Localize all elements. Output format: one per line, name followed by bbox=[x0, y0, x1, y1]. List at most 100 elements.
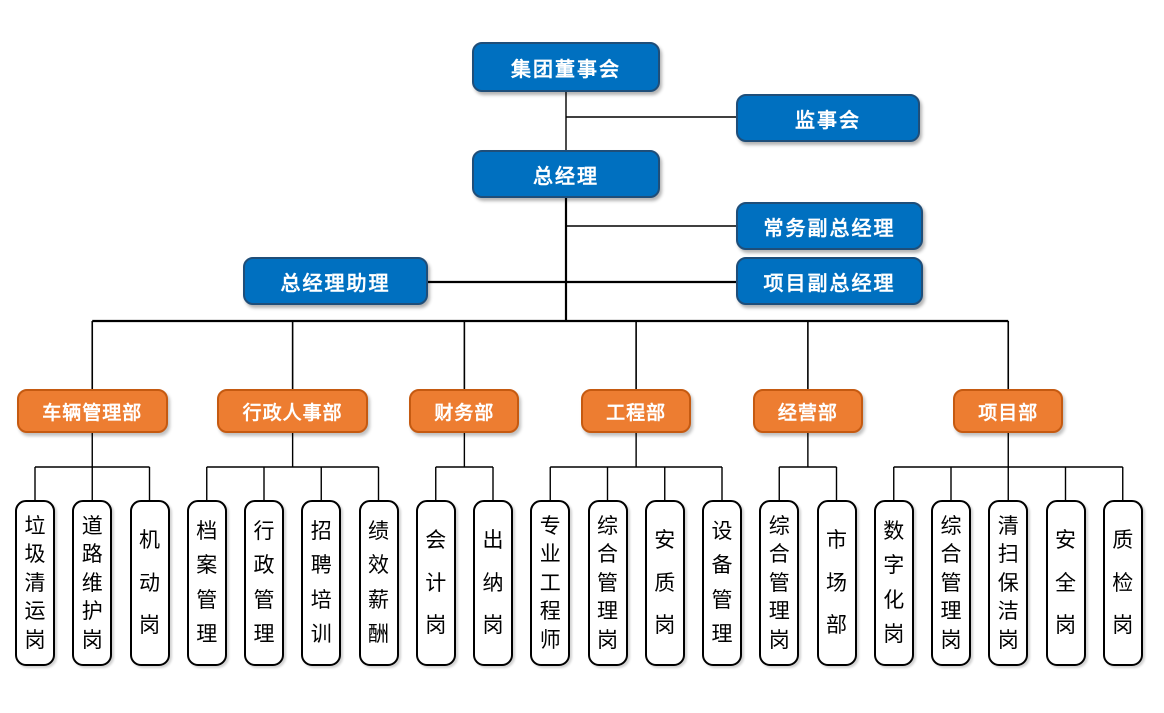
org-node-department-4: 经营部 bbox=[752, 389, 863, 433]
position-label-char: 理 bbox=[711, 622, 733, 646]
org-node-label: 总经理 bbox=[533, 165, 599, 188]
position-label-char: 安 bbox=[1055, 528, 1076, 552]
org-node-label: 项目部 bbox=[978, 402, 1039, 424]
org-node-department-0: 车辆管理部 bbox=[16, 389, 168, 433]
position-label-char: 岗 bbox=[81, 628, 103, 652]
position-label-char: 岗 bbox=[1112, 614, 1134, 638]
position-label-char: 政 bbox=[253, 554, 275, 578]
position-label-char: 维 bbox=[81, 571, 103, 595]
org-node-board: 集团董事会 bbox=[472, 42, 660, 92]
position-label-char: 绩 bbox=[368, 520, 389, 544]
position-label-char: 管 bbox=[940, 571, 962, 595]
position-label-char: 业 bbox=[539, 543, 561, 566]
org-node-label: 常务副总经理 bbox=[763, 217, 896, 240]
org-node-position-5-0: 数字化岗 bbox=[873, 500, 914, 666]
position-label-char: 训 bbox=[310, 622, 332, 646]
position-label-char: 程 bbox=[539, 600, 561, 623]
position-label-char: 岗 bbox=[482, 614, 504, 638]
position-label-char: 数 bbox=[883, 520, 905, 544]
position-label-char: 计 bbox=[425, 571, 447, 595]
position-label-char: 专 bbox=[539, 514, 561, 538]
org-node-position-4-1: 市场部 bbox=[816, 500, 857, 666]
org-node-position-1-2: 招聘培训 bbox=[301, 500, 342, 666]
position-label-char: 理 bbox=[253, 622, 275, 646]
position-label-char: 字 bbox=[883, 554, 905, 578]
position-label-char: 岗 bbox=[425, 614, 447, 638]
position-label-char: 工 bbox=[539, 571, 561, 595]
position-label-char: 管 bbox=[768, 571, 790, 595]
org-node-general-manager: 总经理 bbox=[472, 150, 660, 198]
position-label-char: 岗 bbox=[597, 628, 618, 652]
position-label-char: 聘 bbox=[310, 554, 332, 578]
position-label-char: 岗 bbox=[139, 614, 160, 638]
position-label-char: 薪 bbox=[368, 588, 389, 612]
position-label-char: 岗 bbox=[940, 628, 962, 652]
position-label-char: 质 bbox=[1112, 528, 1134, 552]
org-node-label: 项目副总经理 bbox=[763, 272, 896, 295]
org-node-position-2-1: 出纳岗 bbox=[473, 500, 513, 666]
org-node-position-5-4: 质检岗 bbox=[1102, 500, 1143, 666]
position-label-char: 圾 bbox=[24, 543, 46, 566]
org-node-position-0-2: 机动岗 bbox=[129, 500, 170, 666]
org-node-department-1: 行政人事部 bbox=[217, 389, 369, 433]
position-label-char: 检 bbox=[1112, 571, 1134, 595]
org-node-label: 总经理助理 bbox=[280, 272, 391, 295]
position-label-char: 效 bbox=[368, 554, 389, 578]
org-node-position-3-0: 专业工程师 bbox=[530, 500, 571, 666]
position-label-char: 安 bbox=[654, 528, 676, 552]
position-label-char: 动 bbox=[139, 571, 160, 595]
position-label-char: 管 bbox=[196, 588, 218, 612]
position-label-char: 理 bbox=[196, 622, 218, 646]
position-label-char: 理 bbox=[768, 600, 790, 623]
org-node-position-1-1: 行政管理 bbox=[244, 500, 284, 666]
position-label-char: 管 bbox=[711, 588, 733, 612]
org-node-label: 监事会 bbox=[795, 109, 861, 132]
position-label-char: 理 bbox=[940, 600, 962, 623]
position-label-char: 岗 bbox=[1055, 614, 1076, 638]
position-label-char: 运 bbox=[24, 600, 46, 623]
position-label-char: 岗 bbox=[997, 628, 1019, 652]
position-label-char: 清 bbox=[24, 571, 46, 595]
org-node-position-2-0: 会计岗 bbox=[415, 500, 456, 666]
position-label-char: 保 bbox=[997, 571, 1019, 595]
position-label-char: 培 bbox=[310, 588, 332, 612]
position-label-char: 洁 bbox=[997, 600, 1019, 623]
position-label-char: 场 bbox=[826, 571, 847, 595]
org-node-position-5-1: 综合管理岗 bbox=[931, 500, 971, 666]
org-node-department-3: 工程部 bbox=[581, 389, 692, 433]
position-label-char: 市 bbox=[826, 528, 847, 552]
position-label-char: 会 bbox=[425, 528, 447, 552]
position-label-char: 设 bbox=[711, 520, 733, 544]
position-label-char: 清 bbox=[997, 514, 1019, 538]
position-label-char: 管 bbox=[597, 571, 618, 595]
position-label-char: 全 bbox=[1055, 571, 1076, 595]
org-node-position-4-0: 综合管理岗 bbox=[759, 500, 800, 666]
position-label-char: 护 bbox=[81, 600, 103, 623]
org-node-label: 车辆管理部 bbox=[42, 402, 143, 424]
position-label-char: 机 bbox=[139, 528, 160, 552]
position-label-char: 招 bbox=[310, 520, 332, 544]
position-label-char: 综 bbox=[768, 514, 790, 538]
position-label-char: 扫 bbox=[997, 543, 1019, 566]
position-label-char: 行 bbox=[253, 520, 275, 544]
org-node-gm-assistant: 总经理助理 bbox=[243, 257, 428, 305]
position-label-char: 道 bbox=[81, 514, 103, 538]
position-label-char: 案 bbox=[196, 554, 218, 578]
position-label-char: 备 bbox=[711, 554, 733, 578]
org-node-position-0-1: 道路维护岗 bbox=[72, 500, 113, 666]
org-node-label: 经营部 bbox=[777, 402, 838, 424]
org-node-project-deputy-gm: 项目副总经理 bbox=[736, 257, 923, 305]
position-label-char: 合 bbox=[768, 543, 790, 566]
position-label-char: 岗 bbox=[883, 622, 905, 646]
position-label-char: 综 bbox=[940, 514, 962, 538]
org-node-position-3-2: 安质岗 bbox=[644, 500, 685, 666]
org-node-position-3-1: 综合管理岗 bbox=[587, 500, 628, 666]
org-node-supervisory-board: 监事会 bbox=[736, 94, 920, 142]
position-label-char: 理 bbox=[597, 600, 618, 623]
org-node-position-1-3: 绩效薪酬 bbox=[358, 500, 399, 666]
position-label-char: 出 bbox=[482, 528, 504, 552]
position-label-char: 部 bbox=[826, 614, 847, 638]
org-node-position-1-0: 档案管理 bbox=[186, 500, 227, 666]
